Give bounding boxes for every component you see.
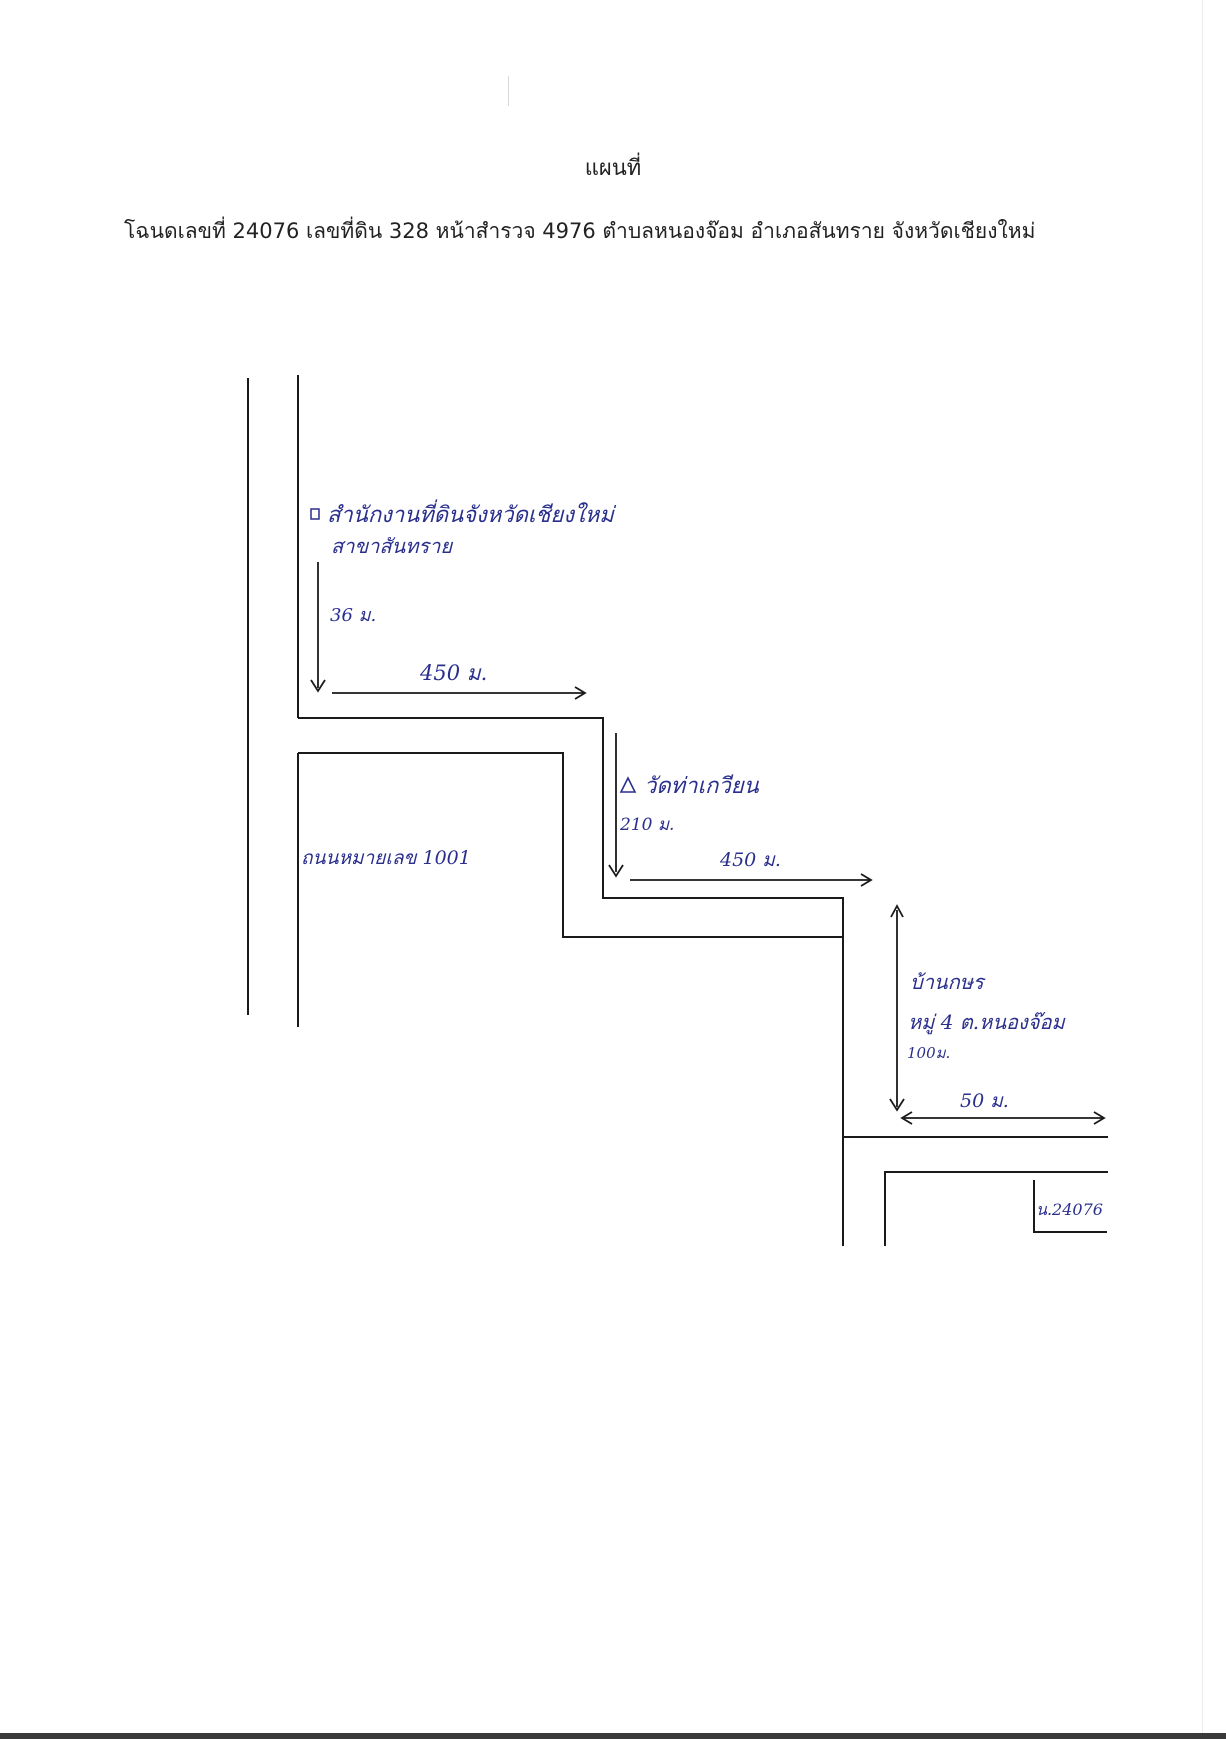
route-upper-edge	[298, 717, 1108, 1138]
distance-label-100m: 100ม.	[907, 1044, 950, 1062]
office-marker-icon	[310, 508, 320, 520]
village-label-line2: หมู่ 4 ต.หนองจ๊อม	[908, 1010, 1067, 1035]
distance-label-210m: 210 ม.	[619, 815, 674, 835]
distance-label-450m-first: 450 ม.	[419, 661, 487, 685]
arrowhead-icon	[889, 1098, 905, 1112]
arrowhead-icon	[860, 873, 873, 887]
route-lower-edge-a	[298, 752, 843, 938]
office-label-line2: สาขาสันทราย	[331, 534, 453, 558]
route-lower-edge-c	[884, 1171, 1108, 1246]
page-title: แผนที่	[584, 156, 642, 181]
road-label: ถนนหมายเลข 1001	[301, 847, 471, 869]
temple-label: วัดท่าเกวียน	[644, 774, 760, 799]
arrowhead-icon	[1093, 1111, 1106, 1125]
deed-description: โฉนดเลขที่ 24076 เลขที่ดิน 328 หน้าสำรวจ…	[124, 219, 1036, 243]
arrowhead-icon	[574, 686, 587, 700]
arrowhead-icon	[608, 864, 624, 878]
office-label-line1: สำนักงานที่ดินจังหวัดเชียงใหม่	[327, 499, 617, 528]
parcel-label: น.24076	[1036, 1200, 1103, 1219]
arrowhead-icon	[890, 904, 904, 918]
distance-label-450m-second: 450 ม.	[719, 849, 781, 871]
arrowhead-icon	[900, 1111, 913, 1125]
village-label-line1: บ้านกษร	[910, 970, 986, 994]
distance-label-36m: 36 ม.	[330, 605, 376, 626]
temple-marker-icon	[619, 776, 637, 793]
scan-artifact	[508, 76, 509, 106]
scan-bottom-edge	[0, 1733, 1226, 1739]
parcel-box	[1033, 1180, 1107, 1233]
scan-edge	[1202, 0, 1203, 1739]
arrowhead-icon	[310, 679, 326, 693]
distance-label-50m: 50 ม.	[960, 1090, 1009, 1112]
